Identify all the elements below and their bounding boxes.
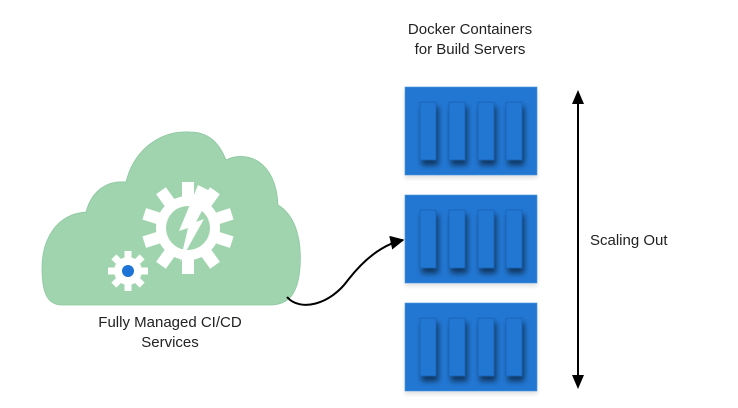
lightning-bolt-icon [179, 185, 212, 262]
container-slot [448, 209, 466, 269]
docker-containers-label: Docker Containers for Build Servers [380, 20, 560, 60]
small-gear-icon [108, 251, 148, 291]
container-slot [477, 317, 495, 377]
cicd-services-label: Fully Managed CI/CD Services [40, 313, 300, 353]
container-slot [448, 317, 466, 377]
gear-tooth [124, 281, 132, 291]
container-slot [477, 101, 495, 161]
container-icon [404, 302, 538, 392]
docker-label-line-2: for Build Servers [414, 41, 526, 58]
double-arrow-icon [572, 90, 584, 389]
container-slot [505, 101, 523, 161]
container-slot [419, 101, 437, 161]
container-slot [419, 317, 437, 377]
container-slot [419, 209, 437, 269]
gear-bolt-icon [142, 182, 234, 274]
cicd-label-line-1: Fully Managed CI/CD [98, 314, 242, 331]
container-icon [404, 86, 538, 176]
gear-tooth [182, 256, 194, 274]
container-slot [505, 317, 523, 377]
scaling-out-label: Scaling Out [590, 232, 668, 249]
docker-label-line-1: Docker Containers [407, 21, 533, 38]
container-slot [505, 209, 523, 269]
connector-arrow [286, 235, 405, 306]
cicd-label-line-2: Services [141, 334, 199, 351]
container-icon [404, 194, 538, 284]
gear-center-dot [122, 265, 134, 277]
container-slot [448, 101, 466, 161]
gear-tooth [182, 182, 194, 200]
container-slot [477, 209, 495, 269]
gear-tooth [124, 251, 132, 261]
